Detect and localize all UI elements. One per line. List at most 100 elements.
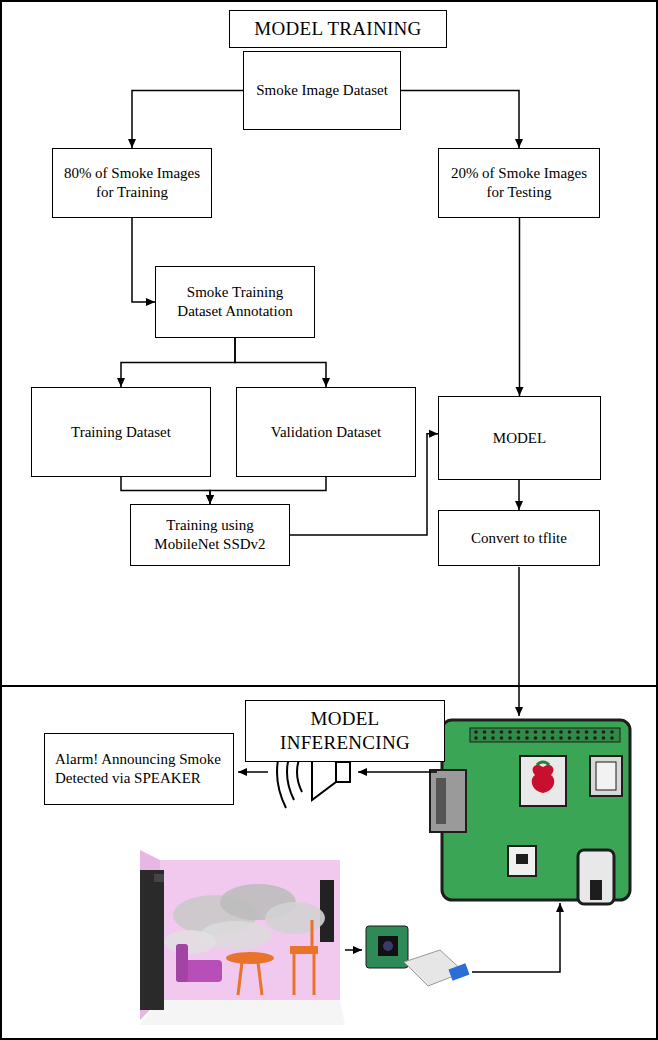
- box-label: MODEL TRAINING: [254, 17, 421, 41]
- drawing-part: [525, 736, 529, 740]
- drawing-part: [474, 730, 614, 740]
- drawing-part: [593, 736, 597, 740]
- drawing-part: [226, 952, 274, 964]
- box-label: MODEL: [493, 429, 546, 448]
- drawing-part: [378, 936, 398, 956]
- box-label: Convert to tflite: [471, 529, 567, 548]
- drawing-part: [576, 730, 580, 734]
- drawing-part: [585, 736, 589, 740]
- drawing-part: [537, 762, 549, 765]
- flow-arrow: [472, 903, 560, 972]
- drawing-part: [500, 730, 504, 734]
- drawing-part: [602, 736, 606, 740]
- drawing-part: [293, 954, 296, 995]
- box-label: Alarm! Announcing Smoke Detected via SPE…: [55, 750, 225, 788]
- drawing-part: [542, 736, 546, 740]
- flow-arrow: [518, 567, 520, 716]
- flow-connector: [210, 477, 326, 504]
- drawing-part: [542, 730, 546, 734]
- drawing-part: [336, 762, 350, 782]
- flow-connector: [121, 338, 235, 387]
- flow-connector: [121, 477, 210, 504]
- box-label: Training using MobileNet SSDv2: [139, 516, 281, 554]
- process-box: Smoke Training Dataset Annotation: [155, 266, 315, 338]
- output-box: Alarm! Announcing Smoke Detected via SPE…: [44, 733, 234, 805]
- drawing-part: [516, 854, 528, 864]
- drawing-part: [140, 870, 164, 1010]
- drawing-part: [508, 730, 512, 734]
- drawing-part: [491, 736, 495, 740]
- drawing-part: [534, 730, 538, 734]
- process-box: Convert to tflite: [438, 510, 600, 566]
- drawing-part: [508, 736, 512, 740]
- drawing-part: [500, 736, 504, 740]
- drawing-part: [176, 944, 188, 982]
- drawing-part: [593, 730, 597, 734]
- drawing-part: [508, 846, 536, 876]
- drawing-part: [265, 902, 325, 934]
- box-label: Validation Dataset: [271, 423, 381, 442]
- drawing-part: [578, 850, 614, 904]
- flow-connector: [132, 91, 243, 149]
- drawing-part: [160, 860, 340, 1000]
- drawing-part: [311, 920, 314, 946]
- drawing-part: [532, 765, 555, 793]
- drawing-part: [430, 770, 466, 832]
- drawing-part: [164, 930, 216, 954]
- drawing-part: [483, 730, 487, 734]
- drawing-part: [470, 728, 620, 742]
- section-heading: MODEL INFERENCING: [245, 700, 445, 762]
- flow-arrow: [345, 949, 362, 951]
- process-box: Training Dataset: [31, 387, 211, 477]
- drawing-part: [491, 730, 495, 734]
- drawing-part: [483, 736, 487, 740]
- box-label: Smoke Image Dataset: [256, 81, 388, 100]
- drawing-part: [448, 963, 469, 980]
- drawing-part: [258, 962, 262, 995]
- flow-connector: [132, 218, 155, 302]
- room-illustration: [140, 850, 345, 1025]
- drawing-part: [313, 954, 316, 995]
- drawing-part: [238, 962, 242, 995]
- flow-connector: [401, 91, 519, 149]
- box-label: 20% of Smoke Images for Testing: [447, 164, 591, 202]
- drawing-part: [140, 1000, 345, 1025]
- box-label: Training Dataset: [71, 423, 171, 442]
- drawing-part: [517, 730, 521, 734]
- flow-connector: [235, 338, 326, 387]
- drawing-part: [610, 730, 614, 734]
- flow-connector: [518, 480, 520, 510]
- drawing-part: [568, 730, 572, 734]
- dataset-box: Smoke Image Dataset: [243, 51, 401, 130]
- drawing-part: [590, 756, 622, 796]
- drawing-part: [590, 880, 602, 900]
- camera-module: [366, 926, 470, 986]
- drawing-part: [596, 762, 616, 790]
- box-label: Smoke Training Dataset Annotation: [164, 283, 306, 321]
- process-box: 20% of Smoke Images for Testing: [438, 148, 600, 218]
- drawing-part: [576, 736, 580, 740]
- drawing-part: [517, 736, 521, 740]
- drawing-part: [559, 730, 563, 734]
- drawing-part: [551, 736, 555, 740]
- flow-arrow: [238, 771, 268, 773]
- raspberry-pi: [430, 720, 630, 904]
- panel-divider: [0, 685, 658, 687]
- process-box: 80% of Smoke Images for Training: [52, 148, 212, 218]
- flow-connector: [519, 218, 521, 396]
- drawing-part: [568, 736, 572, 740]
- model-box: MODEL: [438, 396, 601, 480]
- drawing-part: [474, 730, 478, 734]
- drawing-part: [320, 880, 334, 942]
- box-label: 80% of Smoke Images for Training: [61, 164, 203, 202]
- drawing-part: [154, 874, 164, 882]
- drawing-part: [534, 736, 538, 740]
- drawing-part: [436, 778, 446, 824]
- box-label: MODEL INFERENCING: [254, 707, 436, 755]
- drawing-part: [551, 730, 555, 734]
- drawing-part: [559, 736, 563, 740]
- drawing-part: [474, 736, 478, 740]
- process-box: Validation Dataset: [236, 387, 416, 477]
- section-heading: MODEL TRAINING: [229, 10, 447, 48]
